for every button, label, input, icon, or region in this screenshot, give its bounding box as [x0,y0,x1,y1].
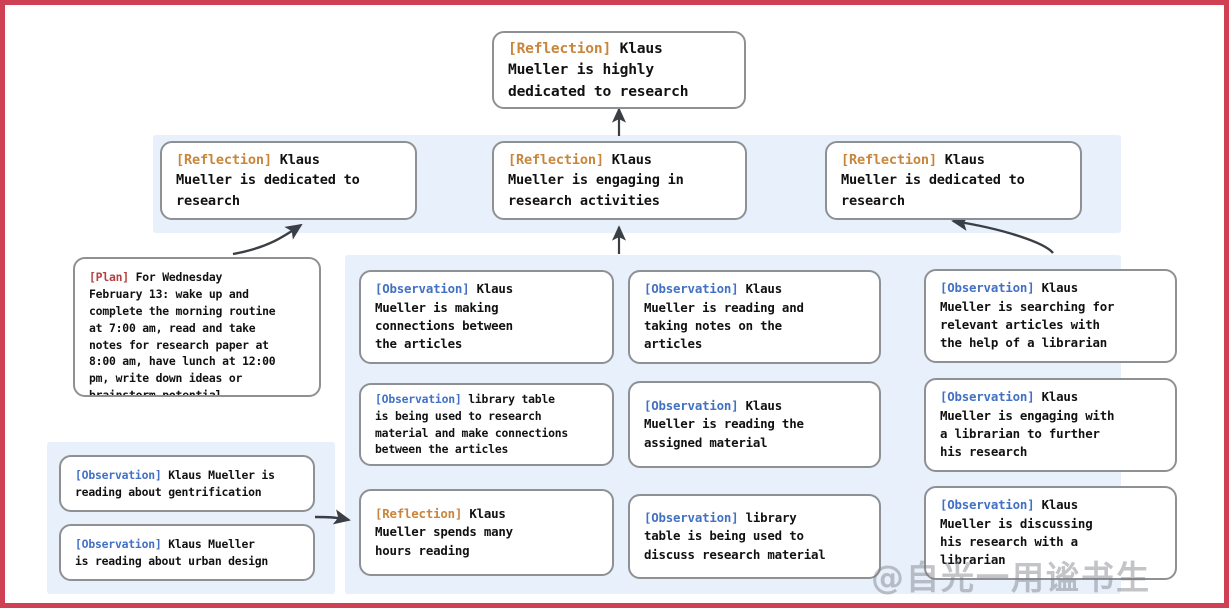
node-text: Klaus Mueller is reading about gentrific… [75,467,275,499]
tag-observation: [Observation] [644,397,739,413]
node-observation-c3-2[interactable]: [Observation] Klaus Mueller is engaging … [924,378,1177,472]
node-observation-c2-3[interactable]: [Observation] library table is being use… [628,494,881,579]
node-observation-c1-1[interactable]: [Observation] Klaus Mueller is making co… [359,270,614,364]
tag-plan: [Plan] [89,270,129,284]
node-observation-c1-2[interactable]: [Observation] library table is being use… [359,383,614,466]
node-text: Klaus Mueller is highly dedicated to res… [508,39,689,100]
tag-reflection: [Reflection] [375,505,463,521]
tag-observation: [Observation] [375,281,470,297]
node-observation-c3-1[interactable]: [Observation] Klaus Mueller is searching… [924,269,1177,363]
node-plan[interactable]: [Plan] For Wednesday February 13: wake u… [73,257,321,397]
tag-observation: [Observation] [75,467,162,482]
node-text: Klaus Mueller is reading the assigned ma… [644,397,804,450]
node-observation-left-1[interactable]: [Observation] Klaus Mueller is reading a… [59,455,315,512]
node-text: Klaus Mueller is making connections betw… [375,281,513,352]
tag-observation: [Observation] [75,536,162,551]
node-observation-c2-2[interactable]: [Observation] Klaus Mueller is reading t… [628,381,881,468]
node-text: Klaus Mueller is dedicated to research [176,152,360,209]
tag-observation: [Observation] [644,281,739,297]
tag-observation: [Observation] [375,391,462,406]
node-text: Klaus Mueller spends many hours reading [375,505,513,558]
node-text: Klaus Mueller is engaging with a librari… [940,389,1115,460]
tag-observation: [Observation] [644,509,739,525]
node-text: For Wednesday February 13: wake up and c… [89,270,276,397]
tag-observation: [Observation] [940,389,1035,405]
node-reflection-left[interactable]: [Reflection] Klaus Mueller is dedicated … [160,141,417,220]
node-reflection-middle[interactable]: [Reflection] Klaus Mueller is engaging i… [492,141,747,220]
tag-observation: [Observation] [940,497,1035,513]
tag-reflection: [Reflection] [841,152,937,169]
node-text: library table is being used to discuss r… [644,509,826,562]
node-text: Klaus Mueller is engaging in research ac… [508,152,684,209]
node-text: Klaus Mueller is reading about urban des… [75,536,269,568]
node-observation-c3-3[interactable]: [Observation] Klaus Mueller is discussin… [924,486,1177,580]
tag-reflection: [Reflection] [508,152,604,169]
node-root-reflection[interactable]: [Reflection] Klaus Mueller is highly ded… [492,31,746,109]
node-text: Klaus Mueller is discussing his research… [940,497,1093,568]
watermark: @自光一用谧书生 [871,558,1151,597]
node-text: Klaus Mueller is dedicated to research [841,152,1025,209]
tag-observation: [Observation] [940,280,1035,296]
tag-reflection: [Reflection] [176,152,272,169]
node-text: library table is being used to research … [375,391,569,457]
node-reflection-c1-3[interactable]: [Reflection] Klaus Mueller spends many h… [359,489,614,576]
node-text: Klaus Mueller is reading and taking note… [644,281,804,352]
node-observation-left-2[interactable]: [Observation] Klaus Mueller is reading a… [59,524,315,581]
tag-reflection: [Reflection] [508,39,612,57]
node-observation-c2-1[interactable]: [Observation] Klaus Mueller is reading a… [628,270,881,364]
node-reflection-right[interactable]: [Reflection] Klaus Mueller is dedicated … [825,141,1082,220]
node-text: Klaus Mueller is searching for relevant … [940,280,1115,351]
